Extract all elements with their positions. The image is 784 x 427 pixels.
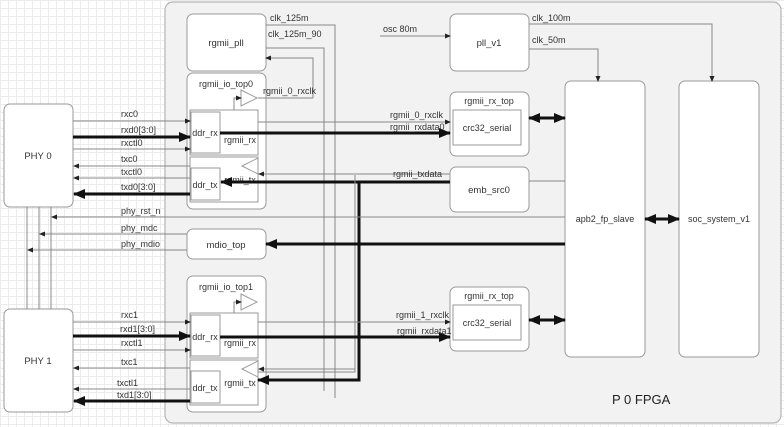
crc32-serial0-label: crc32_serial xyxy=(463,123,512,133)
crc32-serial0-block[interactable] xyxy=(452,109,522,146)
rgmii-rx0-label: rgmii_rx xyxy=(224,135,257,145)
rgmii-io-top0-label: rgmii_io_top0 xyxy=(199,79,253,89)
clk-125m-label: clk_125m xyxy=(270,13,309,23)
rgmii-rxdata0-label: rgmii_rxdata0 xyxy=(390,122,445,132)
rgmii-rx-top0-label: rgmii_rx_top xyxy=(464,96,514,106)
apb2-fp-slave-label: apb2_fp_slave xyxy=(576,214,635,224)
phy0-label: PHY 0 xyxy=(24,151,51,162)
ddr-rx0-block[interactable] xyxy=(190,111,221,154)
rgmii-tx1-label: rgmii_tx xyxy=(224,378,256,388)
emb-src0-block[interactable] xyxy=(449,166,530,213)
clk-100m-label: clk_100m xyxy=(532,13,571,23)
rgmii-pll-block[interactable] xyxy=(186,13,267,72)
rgmii-1-rxclk-label: rgmii_1_rxclk xyxy=(396,310,450,320)
rxctl0-label: rxctl0 xyxy=(121,138,143,148)
phy-mdio-label: phy_mdio xyxy=(121,239,160,249)
clk-50m-label: clk_50m xyxy=(532,35,566,45)
soc-system-v1-label: soc_system_v1 xyxy=(688,214,750,224)
rgmii-tx0-label: rgmii_tx xyxy=(224,175,256,185)
rxctl1-label: rxctl1 xyxy=(121,338,143,348)
clk-125m-90-label: clk_125m_90 xyxy=(268,29,322,39)
rgmii-pll-label: rgmii_pll xyxy=(208,38,243,49)
txctl0-label: txctl0 xyxy=(121,167,142,177)
txc0-label: txc0 xyxy=(121,154,138,164)
ddr-rx0-label: ddr_rx xyxy=(192,128,218,138)
rgmii-rx-top1-label: rgmii_rx_top xyxy=(464,291,514,301)
phy-mgmt-bus xyxy=(26,207,52,309)
rxc1-label: rxc1 xyxy=(121,310,138,320)
rgmii-0-rxclk-top-label: rgmii_0_rxclk xyxy=(263,86,317,96)
crc32-serial1-block[interactable] xyxy=(452,304,522,341)
osc-label: osc 80m xyxy=(383,24,417,34)
mdio-top-label: mdio_top xyxy=(206,240,245,251)
txctl1-label: txctl1 xyxy=(117,378,138,388)
txd0-label: txd0[3:0] xyxy=(121,182,156,192)
rxc0-label: rxc0 xyxy=(121,109,138,119)
rgmii-txdata-label: rgmii_txdata xyxy=(393,169,442,179)
ddr-rx1-label: ddr_rx xyxy=(192,332,218,342)
emb-src0-label: emb_src0 xyxy=(468,185,510,196)
pll-v1-label: pll_v1 xyxy=(477,38,502,49)
buffer-icon xyxy=(240,157,259,175)
ddr-tx1-block[interactable] xyxy=(190,370,221,404)
rxd1-label: rxd1[3:0] xyxy=(120,324,155,334)
rgmii-io-top1-label: rgmii_io_top1 xyxy=(199,282,253,292)
phy-mdc-label: phy_mdc xyxy=(121,223,158,233)
ddr-tx0-block[interactable] xyxy=(190,167,221,201)
clock-wires xyxy=(258,23,715,398)
ddr-tx0-label: ddr_tx xyxy=(192,180,218,190)
fpga-label: P 0 FPGA xyxy=(612,392,671,407)
phy-rst-n-label: phy_rst_n xyxy=(121,206,161,216)
rgmii-rx1-label: rgmii_rx xyxy=(224,338,257,348)
phy1-label: PHY 1 xyxy=(24,356,51,367)
rgmii-0-rxclk-label: rgmii_0_rxclk xyxy=(390,110,444,120)
pll-v1-block[interactable] xyxy=(449,13,530,72)
ddr-tx1-label: ddr_tx xyxy=(192,383,218,393)
phy1-wires xyxy=(73,319,191,392)
crc32-serial1-label: crc32_serial xyxy=(463,318,512,328)
txc1-label: txc1 xyxy=(121,357,138,367)
rxd0-label: rxd0[3:0] xyxy=(121,125,156,135)
rgmii-rxdata1-label: rgmii_rxdata1 xyxy=(397,326,452,336)
txd1-label: txd1[3:0] xyxy=(117,390,152,400)
phy0-wires xyxy=(73,118,191,181)
